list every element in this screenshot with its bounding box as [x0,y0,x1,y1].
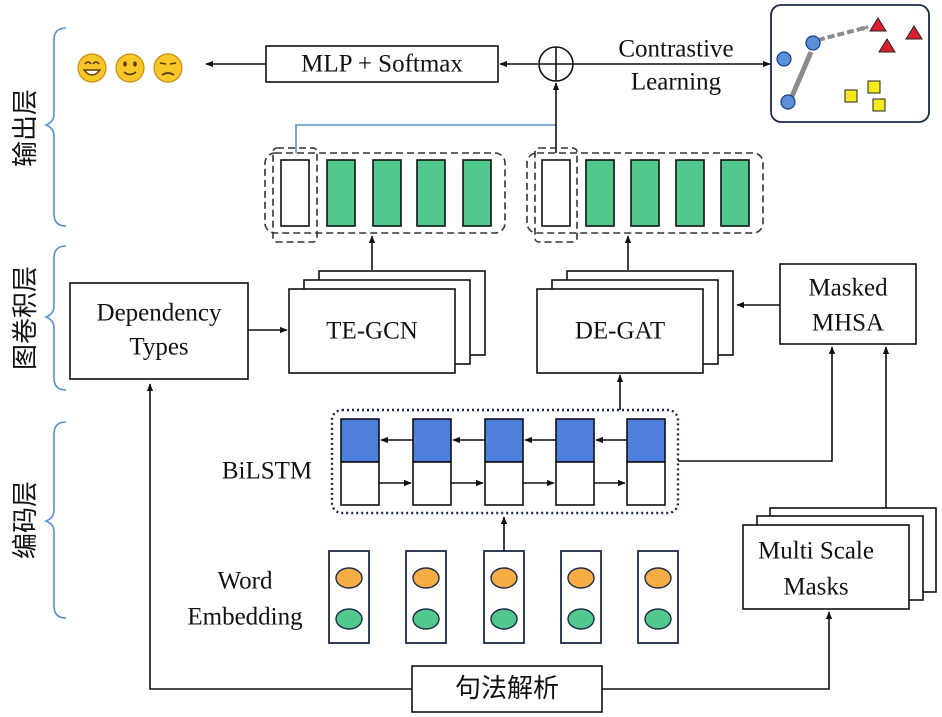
feature-cell [585,159,615,227]
feature-cell [416,159,446,227]
positive-face-icon [77,53,107,83]
bilstm-forward-cell [626,461,666,506]
bilstm-backward-cell [340,418,380,463]
word-embedding-tokens [328,550,679,644]
concat-circle-plus-icon [538,46,574,82]
feature-cell [630,159,660,227]
de-gat-output-features [526,147,764,243]
neutral-face-icon [115,53,145,83]
bilstm-forward-cell [555,461,595,506]
te-gcn-stack [288,270,486,374]
feature-cell [675,159,705,227]
contrastive-label-1: Contrastive [618,36,733,63]
dependency-types-box [69,282,249,380]
cluster-point-red [905,25,923,40]
masked-mhsa-label-2: MHSA [812,310,884,337]
layer-bracket-graph [43,245,67,391]
cluster-point-blue [805,35,821,51]
token-embedding [483,550,525,644]
layer-bracket-output [43,27,67,227]
arrow-parse-to-masks [602,611,833,690]
feature-cell [326,159,356,227]
multi-scale-masks-label-2: Masks [783,574,848,601]
cluster-pull-line [787,51,814,102]
layer-label-output: 输出层 [11,89,41,167]
bilstm-backward-cell [555,418,595,463]
token-embedding [637,550,679,644]
cls-pooling-line [295,124,556,153]
token-embedding [328,550,370,644]
layer-bracket-encoding [43,421,67,619]
contrastive-label-2: Learning [631,69,722,96]
token-embedding [560,550,602,644]
bilstm-backward-cell [412,418,452,463]
cluster-point-yellow [872,98,886,112]
arrow-parse-to-dependency [146,383,412,690]
cluster-push-arrow [817,25,869,42]
cluster-point-yellow [844,89,858,103]
dependency-types-label-1: Dependency [97,300,222,327]
bilstm-backward-cell [484,418,524,463]
feature-cell [372,159,402,227]
te-gcn-label: TE-GCN [326,318,418,345]
cls-feature-cell [541,159,571,227]
de-gat-stack [536,270,734,374]
layer-label-graph-conv: 图卷积层 [11,266,41,370]
cluster-point-blue [780,94,796,110]
mlp-softmax-box [265,45,499,83]
cluster-point-yellow [867,80,881,94]
cluster-point-red [869,17,887,32]
negative-face-icon [153,53,183,83]
layer-label-encoding: 编码层 [11,481,41,559]
bilstm-forward-cell [484,461,524,506]
bilstm-forward-cell [412,461,452,506]
bilstm-label: BiLSTM [222,458,312,485]
arrow-bilstm-to-mhsa [678,346,836,462]
bilstm-cells [340,418,666,506]
syntax-parse-label: 句法解析 [455,674,559,704]
bilstm-backward-cell [626,418,666,463]
multi-scale-masks-stack [742,507,937,610]
word-embedding-label-2: Embedding [187,604,303,631]
masked-mhsa-label-1: Masked [808,275,888,302]
cls-feature-cell [280,159,310,227]
token-embedding [405,550,447,644]
masked-mhsa-box [779,263,917,345]
mlp-softmax-label: MLP + Softmax [301,51,463,78]
feature-cell [462,159,492,227]
multi-scale-masks-label-1: Multi Scale [758,538,874,565]
feature-cell [720,159,750,227]
syntax-parse-box [411,665,603,713]
de-gat-label: DE-GAT [575,318,665,345]
dependency-types-label-2: Types [129,334,188,361]
cls-token-highlight [534,147,578,243]
cluster-point-blue [776,51,792,67]
cls-token-highlight [272,147,318,243]
contrastive-cluster-panel [770,4,930,123]
word-embedding-label-1: Word [218,568,273,595]
bilstm-forward-cell [340,461,380,506]
cluster-point-red [878,38,896,53]
te-gcn-output-features [264,147,506,243]
